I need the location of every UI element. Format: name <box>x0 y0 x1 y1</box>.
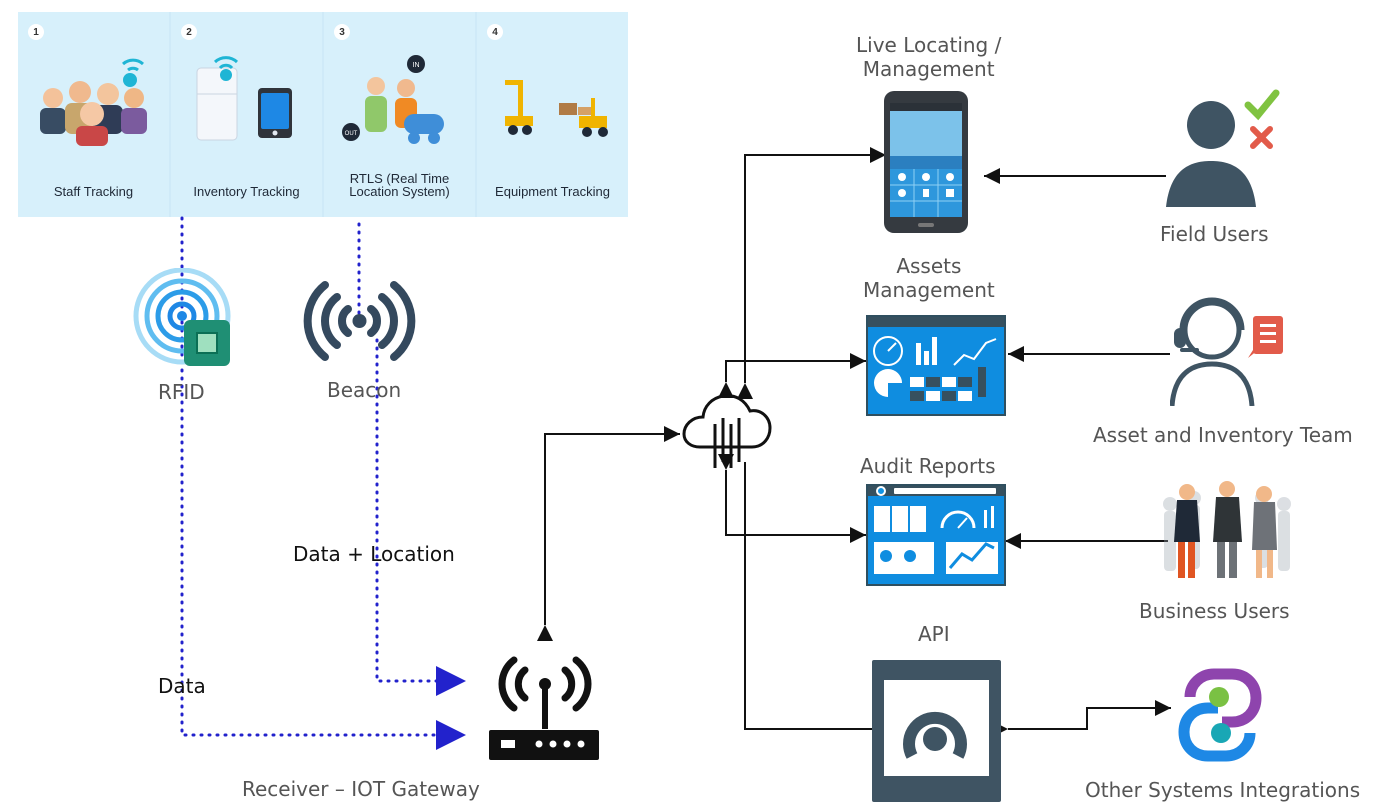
tile-caption: Inventory Tracking <box>193 184 300 200</box>
beacon-icon <box>303 278 416 364</box>
tile-number: 3 <box>334 24 350 40</box>
gateway-cloud-link <box>537 426 680 641</box>
inventory-tracking-illustration <box>196 56 292 141</box>
tile-equipment-tracking: 4 Equipment Tracking <box>477 12 628 217</box>
tile-inventory-tracking: 2 Inventory Tracking <box>171 12 322 217</box>
forklift-icon <box>505 80 608 137</box>
wireless-beacon-icon <box>303 281 416 361</box>
support-team-icon <box>1169 297 1283 407</box>
tile-caption: Equipment Tracking <box>495 184 610 200</box>
beacon-label: Beacon <box>327 378 402 402</box>
api-other-systems-link <box>992 700 1171 737</box>
api-label: API <box>918 622 950 646</box>
business-users-label: Business Users <box>1139 599 1290 623</box>
cloud-assets-link <box>718 353 866 398</box>
api-icon <box>872 660 1001 802</box>
field-users-label: Field Users <box>1160 222 1269 246</box>
tile-staff-tracking: 1 Staff Tracking <box>18 12 169 217</box>
live-locating-label: Live Locating / Management <box>856 33 1002 81</box>
fridge-phone-icon <box>196 56 292 141</box>
crowd-icon <box>40 58 147 146</box>
cloud-platform-icon <box>682 394 772 468</box>
router-icon <box>489 656 599 760</box>
assets-management-label: Assets Management <box>863 254 995 302</box>
dashboard-header <box>868 486 1004 496</box>
tile-caption: Staff Tracking <box>53 184 134 200</box>
tile-number: 4 <box>487 24 503 40</box>
tile-caption: RTLS (Real Time Location System) <box>349 170 450 200</box>
other-systems-icon <box>1170 667 1270 763</box>
data-label: Data <box>158 674 206 698</box>
equipment-tracking-illustration <box>505 80 608 137</box>
in-badge: IN <box>413 62 420 69</box>
data-location-label: Data + Location <box>293 542 455 566</box>
reporting-dashboard-icon <box>874 506 998 574</box>
gateway-icon <box>485 650 605 768</box>
rfid-tag-icon <box>133 267 231 366</box>
cloud-api-link <box>744 462 873 730</box>
staff-tracking-illustration <box>40 58 147 146</box>
rtls-illustration: IN OUT <box>342 55 444 144</box>
integration-icon <box>1178 668 1262 762</box>
out-badge: OUT <box>345 131 358 137</box>
rfid-label: RFID <box>158 380 205 404</box>
business-people-icon <box>1163 481 1291 578</box>
tile-rtls: 3 IN OUT RTLS (Real Time Location System… <box>324 12 475 217</box>
address-bar <box>894 488 996 494</box>
tile-number: 2 <box>181 24 197 40</box>
tile-number: 1 <box>28 24 44 40</box>
smartphone-icon <box>884 91 968 233</box>
user-approval-icon <box>1166 89 1280 207</box>
cloud-icon <box>678 386 774 472</box>
business-users-icon <box>1158 480 1298 582</box>
api-window-icon <box>872 660 1001 802</box>
field-users-icon <box>1166 89 1284 209</box>
back-dot-icon <box>876 486 886 496</box>
cloud-audit-link <box>718 454 866 543</box>
audit-dashboard-icon <box>866 484 1006 586</box>
dashboard-header <box>868 317 1004 327</box>
asset-team-label: Asset and Inventory Team <box>1093 423 1353 447</box>
mobile-app-icon <box>884 91 968 233</box>
gateway-label: Receiver – IOT Gateway <box>242 777 480 801</box>
other-systems-label: Other Systems Integrations <box>1085 778 1361 802</box>
use-case-banner: 1 Staff Tracking 2 <box>18 12 628 217</box>
workers-icon: IN OUT <box>342 55 444 144</box>
analytics-dashboard-icon <box>873 336 997 401</box>
audit-reports-label: Audit Reports <box>860 454 996 478</box>
assets-dashboard-icon <box>866 315 1006 416</box>
rfid-icon <box>132 267 238 374</box>
asset-team-icon <box>1169 296 1291 407</box>
